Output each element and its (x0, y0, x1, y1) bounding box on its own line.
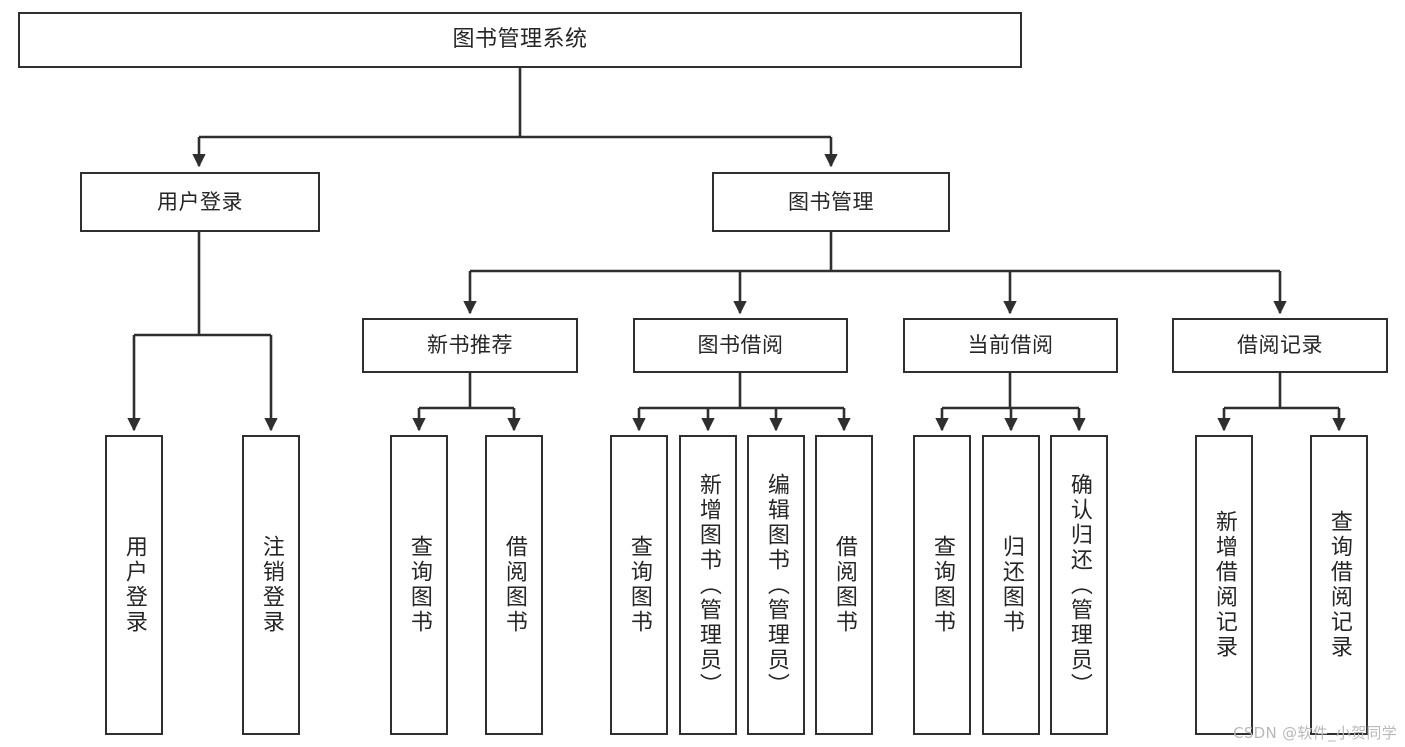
leaf-book-borrow-0-label: 查询图书 (626, 535, 652, 635)
leaf-book-borrow-0[interactable]: 查询图书 (610, 435, 668, 735)
leaf-book-borrow-1-label: 新增图书（管理员） (695, 472, 721, 698)
leaf-book-borrow-3-label: 借阅图书 (831, 535, 857, 635)
leaf-current-borrow-2[interactable]: 确认归还（管理员） (1050, 435, 1108, 735)
leaf-current-borrow-0[interactable]: 查询图书 (913, 435, 971, 735)
leaf-user-login-0[interactable]: 用户登录 (105, 435, 163, 735)
leaf-new-book-1-label: 借阅图书 (501, 535, 527, 635)
leaf-user-login-1-label: 注销登录 (258, 535, 284, 635)
leaf-borrow-record-1-label: 查询借阅记录 (1326, 510, 1352, 660)
leaf-user-login-0-label: 用户登录 (121, 535, 147, 635)
node-book-borrow[interactable]: 图书借阅 (633, 318, 848, 373)
node-borrow-record-label: 借阅记录 (1237, 333, 1323, 358)
node-book-borrow-label: 图书借阅 (697, 333, 784, 358)
leaf-book-borrow-2-label: 编辑图书（管理员） (763, 472, 789, 698)
leaf-user-login-1[interactable]: 注销登录 (242, 435, 300, 735)
node-new-book-recommend[interactable]: 新书推荐 (362, 318, 578, 373)
node-current-borrow-label: 当前借阅 (967, 333, 1054, 358)
leaf-book-borrow-1[interactable]: 新增图书（管理员） (679, 435, 737, 735)
node-user-login-label: 用户登录 (157, 189, 243, 214)
node-current-borrow[interactable]: 当前借阅 (903, 318, 1118, 373)
node-root[interactable]: 图书管理系统 (18, 12, 1022, 68)
leaf-book-borrow-2[interactable]: 编辑图书（管理员） (747, 435, 805, 735)
leaf-borrow-record-0[interactable]: 新增借阅记录 (1195, 435, 1253, 735)
leaf-current-borrow-1-label: 归还图书 (998, 535, 1024, 635)
node-user-login[interactable]: 用户登录 (80, 172, 320, 232)
leaf-borrow-record-1[interactable]: 查询借阅记录 (1310, 435, 1368, 735)
leaf-new-book-0[interactable]: 查询图书 (390, 435, 448, 735)
node-borrow-record[interactable]: 借阅记录 (1172, 318, 1388, 373)
leaf-borrow-record-0-label: 新增借阅记录 (1211, 510, 1237, 660)
leaf-new-book-1[interactable]: 借阅图书 (485, 435, 543, 735)
leaf-current-borrow-2-label: 确认归还（管理员） (1066, 472, 1092, 698)
node-book-management[interactable]: 图书管理 (712, 172, 950, 232)
leaf-current-borrow-0-label: 查询图书 (929, 535, 955, 635)
leaf-current-borrow-1[interactable]: 归还图书 (982, 435, 1040, 735)
csdn-watermark: CSDN @软件_小贺同学 (1233, 724, 1397, 742)
leaf-book-borrow-3[interactable]: 借阅图书 (815, 435, 873, 735)
node-new-book-recommend-label: 新书推荐 (427, 333, 513, 358)
leaf-new-book-0-label: 查询图书 (406, 535, 432, 635)
node-root-label: 图书管理系统 (452, 27, 588, 53)
node-book-management-label: 图书管理 (788, 189, 874, 214)
